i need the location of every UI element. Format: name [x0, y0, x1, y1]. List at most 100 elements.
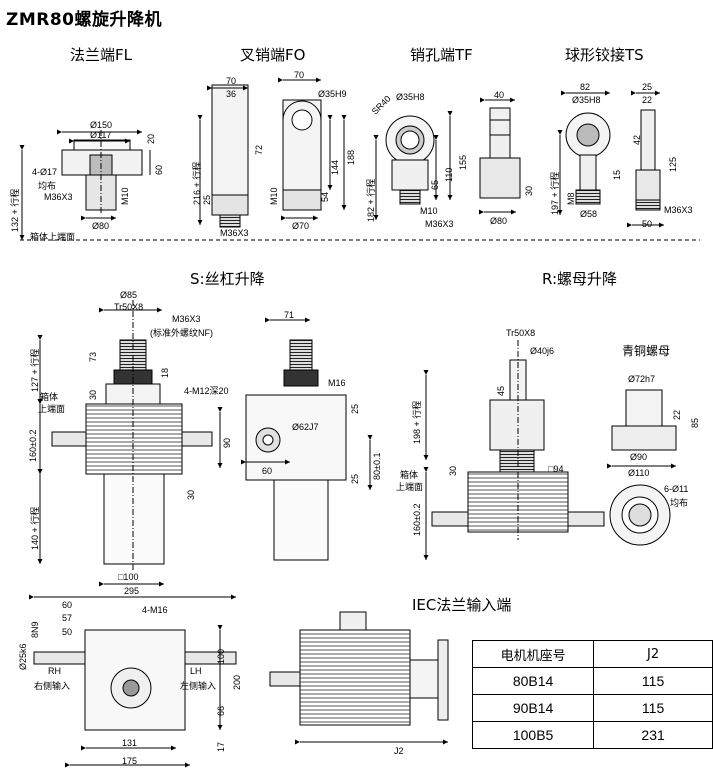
fo-dim: 72 — [254, 144, 264, 155]
ts-dim: 25 — [642, 82, 653, 92]
fo-dim: 70 — [294, 70, 305, 80]
tf-dim: 65 — [430, 179, 440, 190]
fl-drawing — [19, 129, 151, 240]
s-dim: 25 — [350, 403, 360, 414]
fo-dim: 70 — [226, 76, 237, 86]
top-dim: 175 — [122, 756, 138, 766]
ts-dim: M8 — [566, 192, 576, 205]
r-dim: 箱体 — [400, 470, 419, 480]
iec-label: IEC法兰输入端 — [412, 596, 512, 614]
r-dim: Tr50X8 — [506, 328, 536, 338]
r-dim: 6-Ø11 — [664, 484, 689, 494]
fo-dim: M10 — [269, 187, 279, 205]
tf-dim: M10 — [420, 206, 438, 216]
s-dim: 127 + 行程 — [30, 348, 40, 392]
fl-dim: M36X3 — [44, 192, 73, 202]
fl-dim: Ø150 — [90, 120, 113, 130]
s-dim: (标准外螺纹NF) — [150, 328, 213, 338]
bronze-nut-drawing — [607, 389, 677, 546]
ts-dim: 197 + 行程 — [550, 171, 560, 215]
top-dim: 57 — [62, 613, 73, 623]
table-cell: 115 — [593, 667, 713, 695]
s-dim: 30 — [88, 389, 98, 400]
ts-dim: 22 — [642, 95, 653, 105]
ts-dim: Ø35H8 — [572, 95, 601, 105]
table-header: 电机机座号 — [471, 640, 595, 668]
ts-dim: 125 — [668, 156, 678, 172]
s-dim: 73 — [88, 351, 98, 362]
s-dim: Tr50X8 — [114, 302, 144, 312]
top-dim: 200 — [232, 674, 242, 690]
r-dim: 30 — [448, 465, 458, 476]
top-dim: RH — [48, 666, 61, 676]
r-dim: 198 + 行程 — [412, 400, 422, 444]
top-dim: 295 — [124, 586, 140, 596]
ts-dim: Ø58 — [580, 209, 598, 219]
s-dim: 箱体 — [40, 392, 59, 402]
tf-drawing — [373, 97, 521, 220]
ts-dim: 42 — [632, 134, 642, 145]
r-dim: 均布 — [670, 498, 689, 508]
r-dim: Ø40j6 — [530, 346, 555, 356]
table-row: 100B5 231 — [471, 721, 713, 749]
s-dim: 80±0.1 — [372, 452, 382, 480]
fo-dim: 36 — [226, 89, 237, 99]
tf-label: 销孔端TF — [410, 46, 473, 64]
s-dim: 90 — [222, 437, 232, 448]
top-view — [29, 594, 237, 768]
top-dim: 8N9 — [30, 621, 40, 638]
fo-label: 叉销端FO — [240, 46, 306, 64]
fl-dim: 4-Ø17 — [32, 167, 58, 177]
s-dim: □100 — [118, 572, 139, 582]
fo-drawing — [197, 77, 347, 228]
fo-dim: 188 — [346, 149, 356, 165]
fo-dim: 25 — [202, 194, 212, 205]
fo-dim: Ø70 — [292, 221, 310, 231]
top-dim: 66 — [216, 705, 226, 716]
table-cell: 90B14 — [471, 694, 595, 722]
s-lift-label: S:丝杠升降 — [190, 270, 265, 288]
s-dim: M36X3 — [172, 314, 201, 324]
fl-dim: 132 + 行程 — [10, 188, 20, 232]
table-header-row: 电机机座号 J2 — [471, 640, 713, 668]
fl-dim: 均布 — [38, 181, 57, 191]
r-lift-front — [423, 340, 605, 560]
s-dim: 160±0.2 — [28, 429, 38, 462]
s-dim: 上端面 — [38, 404, 66, 414]
s-dim: 140 + 行程 — [30, 506, 40, 550]
r-lift-label: R:螺母升降 — [542, 270, 618, 288]
r-dim: 85 — [690, 417, 700, 428]
table-row: 80B14 115 — [471, 667, 713, 695]
top-dim: 4-M16 — [142, 605, 168, 615]
ts-label: 球形铰接TS — [565, 46, 644, 64]
iec-flange-drawing — [269, 611, 449, 745]
s-lift-side — [217, 317, 373, 561]
r-dim: □94 — [548, 464, 564, 474]
fl-label: 法兰端FL — [70, 46, 132, 64]
top-dim: 左侧输入 — [180, 681, 217, 691]
top-dim: 100 — [216, 648, 226, 664]
top-dim: 60 — [62, 600, 73, 610]
base-label: 箱体上端面 — [30, 232, 76, 242]
table-header: J2 — [593, 640, 713, 668]
fo-dim: M36X3 — [220, 228, 249, 238]
top-dim: 右侧输入 — [34, 681, 71, 691]
ts-dim: 50 — [642, 219, 653, 229]
tf-dim: M36X3 — [425, 219, 454, 229]
r-dim: 45 — [496, 385, 506, 396]
bronze-nut-label: 青铜螺母 — [622, 344, 671, 358]
tf-dim: 40 — [494, 90, 505, 100]
top-dim: LH — [190, 666, 202, 676]
fl-dim: Ø80 — [92, 221, 110, 231]
table-cell: 80B14 — [471, 667, 595, 695]
fl-dim: Ø117 — [90, 130, 112, 140]
s-lift-front — [37, 300, 213, 587]
top-dim: 50 — [62, 627, 73, 637]
ts-dim: M36X3 — [664, 205, 693, 215]
s-dim: 25 — [350, 473, 360, 484]
s-dim: M16 — [328, 378, 346, 388]
s-dim: Ø62J7 — [292, 422, 319, 432]
s-dim: 30 — [186, 489, 196, 500]
tf-dim: 155 — [458, 154, 468, 170]
